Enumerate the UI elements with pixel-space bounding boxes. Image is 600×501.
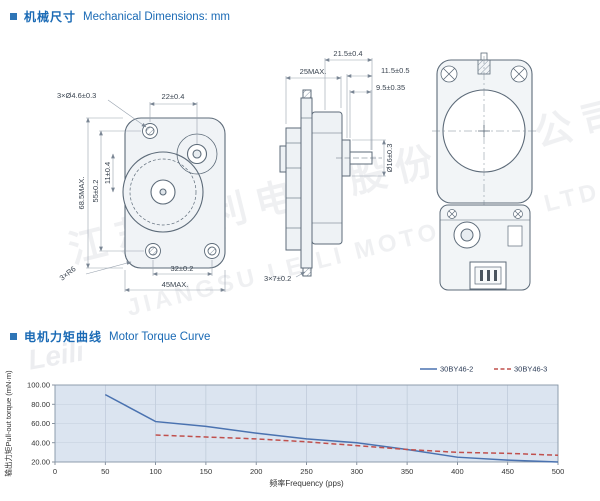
series-line-30BY46-2 [104, 393, 559, 463]
section-bullet-icon [10, 333, 17, 340]
x-tick-label: 450 [501, 467, 514, 476]
x-tick-label: 200 [250, 467, 263, 476]
mounting-holes [142, 123, 220, 259]
section-bullet-icon [10, 13, 17, 20]
series-line-30BY46-3 [155, 434, 559, 457]
x-tick-label: 100 [149, 467, 162, 476]
torque-curve-chart: 0 50 100 150 200 250 300 350 400 450 500 100.00 80.0… [3, 365, 565, 489]
section-header-torque: 电机力矩曲线 Motor Torque Curve [10, 328, 210, 345]
y-tick-label: 40.00 [31, 438, 50, 447]
x-axis-title: 频率Frequency (pps) [269, 478, 344, 488]
mechanical-title-en: Mechanical Dimensions: mm [83, 10, 231, 23]
x-tick-label: 250 [300, 467, 313, 476]
y-tick-label: 80.00 [31, 400, 50, 409]
dim-offset-v: 11±0.4 [103, 162, 112, 184]
y-tick-label: 100.00 [27, 381, 50, 390]
legend-label: 30BY46-3 [514, 365, 547, 374]
x-tick-label: 0 [53, 467, 57, 476]
mechanical-title-cn: 机械尺寸 [24, 10, 77, 24]
side-view-labels: 25MAX. 21.5±0.4 11.5±0.5 9.5±0.35 Ø16±0.… [264, 49, 410, 283]
y-tick-label: 20.00 [31, 458, 50, 467]
dim-tab: 3×7±0.2 [264, 274, 291, 283]
dim-width-max: 45MAX. [162, 280, 189, 289]
x-tick-label: 350 [401, 467, 414, 476]
dim-hole-dia: 3×Ø4.6±0.3 [57, 91, 96, 100]
bottom-view [439, 204, 531, 291]
x-tick-label: 50 [101, 467, 109, 476]
dim-115: 11.5±0.5 [381, 66, 410, 75]
rear-view [432, 52, 537, 208]
rivet-marks-small [447, 209, 523, 219]
dim-height-max: 68.5MAX. [77, 177, 86, 210]
torque-title-cn: 电机力矩曲线 [24, 330, 103, 344]
x-tick-label: 150 [200, 467, 213, 476]
front-view [122, 117, 226, 269]
dim-hole-span-h: 32±0.2 [171, 264, 194, 273]
front-view-dimension-lines [85, 99, 226, 292]
torque-title-en: Motor Torque Curve [109, 330, 211, 343]
dim-hole-span-v: 55±0.2 [91, 180, 100, 203]
plot-border [54, 384, 559, 463]
mechanical-drawings: 3×Ø4.6±0.3 22±0.4 68.5MAX. 55±0.2 11±0.4… [57, 49, 537, 292]
rivet-marks [440, 65, 528, 83]
side-view [279, 89, 382, 277]
x-tick-label: 400 [451, 467, 464, 476]
legend-label: 30BY46-2 [440, 365, 473, 374]
dim-boss-dia: Ø16±0.3 [385, 144, 394, 173]
dim-shaft-len: 21.5±0.4 [333, 49, 362, 58]
side-view-dimension-lines [285, 58, 386, 278]
x-tick-label: 500 [552, 467, 565, 476]
dim-corner-radius: 3×R6 [58, 264, 78, 282]
connector-pins [480, 270, 497, 281]
dim-depth-max: 25MAX. [300, 67, 327, 76]
dim-width-top: 22±0.4 [162, 92, 185, 101]
y-axis-title: 输出力矩Pull-out torque (mN·m) [3, 370, 13, 477]
y-tick-label: 60.00 [31, 419, 50, 428]
dim-95: 9.5±0.35 [376, 83, 405, 92]
x-tick-label: 300 [351, 467, 364, 476]
side-view-detail-lines [286, 117, 342, 229]
section-header-mechanical: 机械尺寸 Mechanical Dimensions: mm [10, 8, 230, 25]
